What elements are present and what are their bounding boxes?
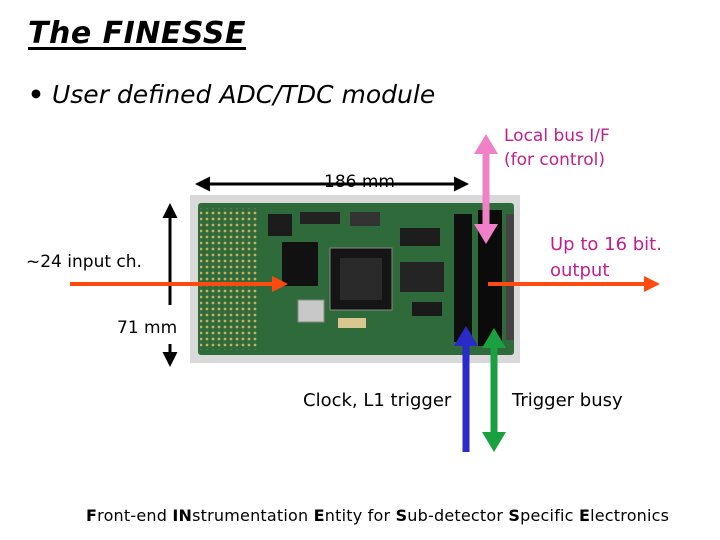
local-bus-arrow bbox=[474, 134, 498, 244]
page-title: The FINESSE bbox=[28, 16, 247, 51]
acronym-part-1: INstrumentation bbox=[172, 506, 314, 525]
acronym-part-0: Front-end bbox=[86, 506, 173, 525]
acronym-expansion: Front-end INstrumentation Entity for Sub… bbox=[86, 506, 669, 525]
input-channels-label: ~24 input ch. bbox=[26, 252, 142, 272]
input-arrow bbox=[70, 276, 288, 292]
trigger-busy-arrow bbox=[482, 328, 506, 452]
width-label: 186 mm bbox=[324, 172, 395, 192]
acronym-part-3: Sub-detector bbox=[395, 506, 509, 525]
clock-trigger-arrow bbox=[454, 326, 478, 452]
trigger-busy-label: Trigger busy bbox=[512, 390, 623, 411]
pcb-photo bbox=[190, 195, 520, 363]
acronym-part-5: Electronics bbox=[578, 506, 670, 525]
bullet-item: •User defined ADC/TDC module bbox=[28, 80, 435, 109]
local-bus-label-line1: Local bus I/F bbox=[504, 126, 610, 146]
clock-trigger-label: Clock, L1 trigger bbox=[303, 390, 452, 411]
local-bus-label: Local bus I/F (for control) bbox=[504, 124, 610, 172]
height-label: 71 mm bbox=[117, 318, 178, 338]
output-label: Up to 16 bit. output bbox=[550, 232, 662, 284]
bullet-text: User defined ADC/TDC module bbox=[51, 80, 436, 109]
output-label-line2: output bbox=[550, 260, 610, 281]
local-bus-label-line2: (for control) bbox=[504, 150, 605, 170]
output-label-line1: Up to 16 bit. bbox=[550, 234, 662, 255]
output-arrow bbox=[488, 276, 660, 292]
acronym-part-4: Specific bbox=[508, 506, 579, 525]
bullet-icon: • bbox=[28, 80, 44, 109]
acronym-part-2: Entity for bbox=[313, 506, 396, 525]
